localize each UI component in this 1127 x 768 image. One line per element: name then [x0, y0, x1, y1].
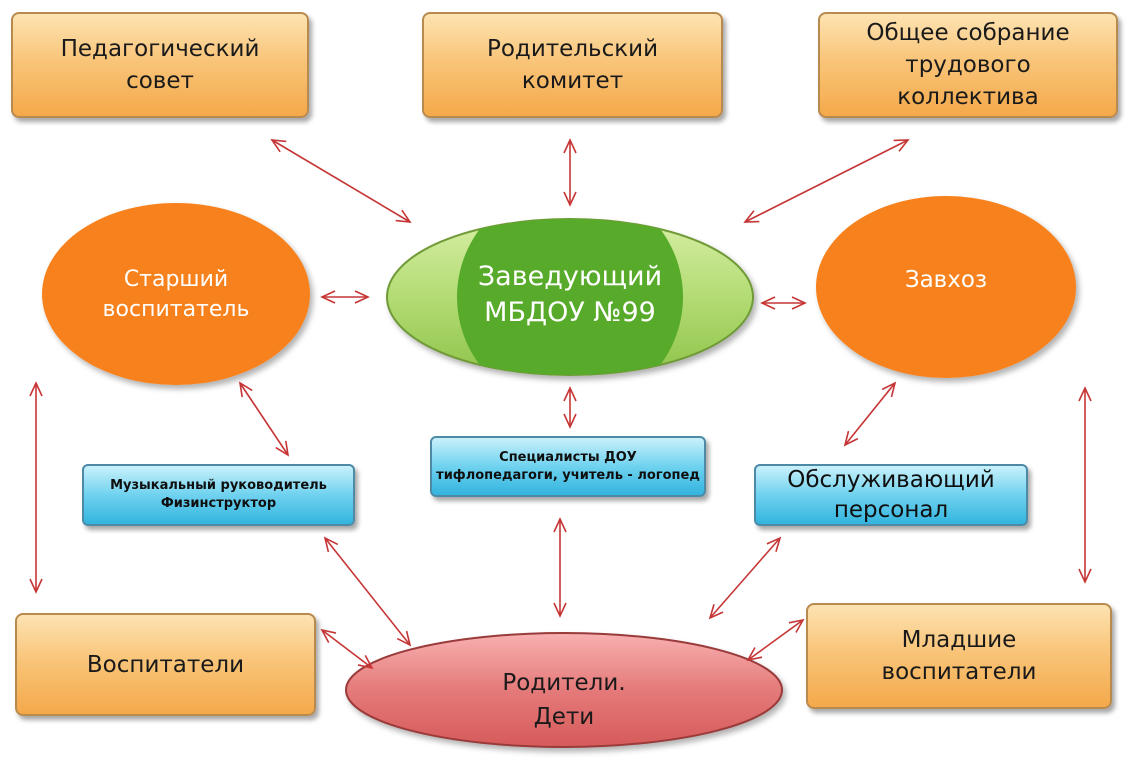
arrow-vospitateli-to-roditeli — [320, 628, 374, 670]
mladshie-vospitateli-box: Младшие воспитатели — [806, 603, 1112, 709]
arrow-zaveduyushiy-to-zavhoz — [760, 296, 807, 310]
vospitateli-box: Воспитатели — [15, 613, 316, 716]
connector-arrows — [29, 138, 1092, 670]
arrow-muz-ruk-to-roditeli — [323, 536, 412, 647]
arrow-starshiy-to-vospitateli — [29, 381, 43, 594]
mladshie-vospitateli-label: Младшие воспитатели — [881, 627, 1037, 685]
specialisty-label: Специалисты ДОУ тифлопедагоги, учитель -… — [436, 449, 700, 483]
obshee-sobranie-label: Общее собрание трудового коллектива — [866, 20, 1070, 110]
zavhoz-ellipse — [816, 196, 1076, 378]
roditeli-deti-ellipse — [345, 632, 783, 748]
obshee-sobranie-box: Общее собрание трудового коллектива — [818, 12, 1118, 118]
arrow-mladshie-to-roditeli — [746, 618, 805, 662]
arrow-starshiy-to-zaveduyushiy — [320, 290, 370, 304]
zaveduyushiy-label: Заведующий МБДОУ №99 — [477, 261, 663, 328]
arrow-zaveduyushiy-to-specialisty — [563, 386, 577, 429]
rod-komitet-box: Родительский комитет — [422, 12, 723, 118]
arrow-zavhoz-to-obsluzh — [843, 381, 897, 447]
ped-sovet-label: Педагогический совет — [60, 36, 260, 94]
arrow-rod-komitet-to-zaveduyushiy — [563, 138, 577, 207]
muz-ruk-box: Музыкальный руководитель Физинструктор — [82, 464, 355, 526]
arrow-starshiy-to-muz-ruk — [238, 381, 290, 457]
roditeli-deti-label: Родители. Дети — [502, 670, 626, 730]
zavhoz-label: Завхоз — [904, 267, 988, 293]
starshiy-vospitatel-ellipse — [42, 203, 310, 385]
muz-ruk-label: Музыкальный руководитель Физинструктор — [110, 478, 327, 511]
arrow-ped-sovet-to-zaveduyushiy — [270, 139, 412, 223]
vospitateli-label: Воспитатели — [86, 651, 245, 678]
arrow-obsluzh-to-roditeli — [708, 536, 782, 620]
arrow-zavhoz-to-mladshie — [1078, 386, 1092, 584]
specialisty-box: Специалисты ДОУ тифлопедагоги, учитель -… — [430, 436, 706, 497]
arrow-specialisty-to-roditeli — [553, 517, 567, 618]
obsluzh-personal-box: Обслуживающий персонал — [754, 464, 1028, 526]
rod-komitet-label: Родительский комитет — [486, 36, 659, 94]
ped-sovet-box: Педагогический совет — [11, 12, 309, 118]
obsluzh-personal-label: Обслуживающий персонал — [787, 467, 995, 523]
starshiy-vospitatel-label: Старший воспитатель — [102, 267, 250, 322]
arrow-obshee-sobranie-to-zaveduyushiy — [743, 139, 910, 223]
zaveduyushiy-inner-circle — [457, 219, 683, 375]
